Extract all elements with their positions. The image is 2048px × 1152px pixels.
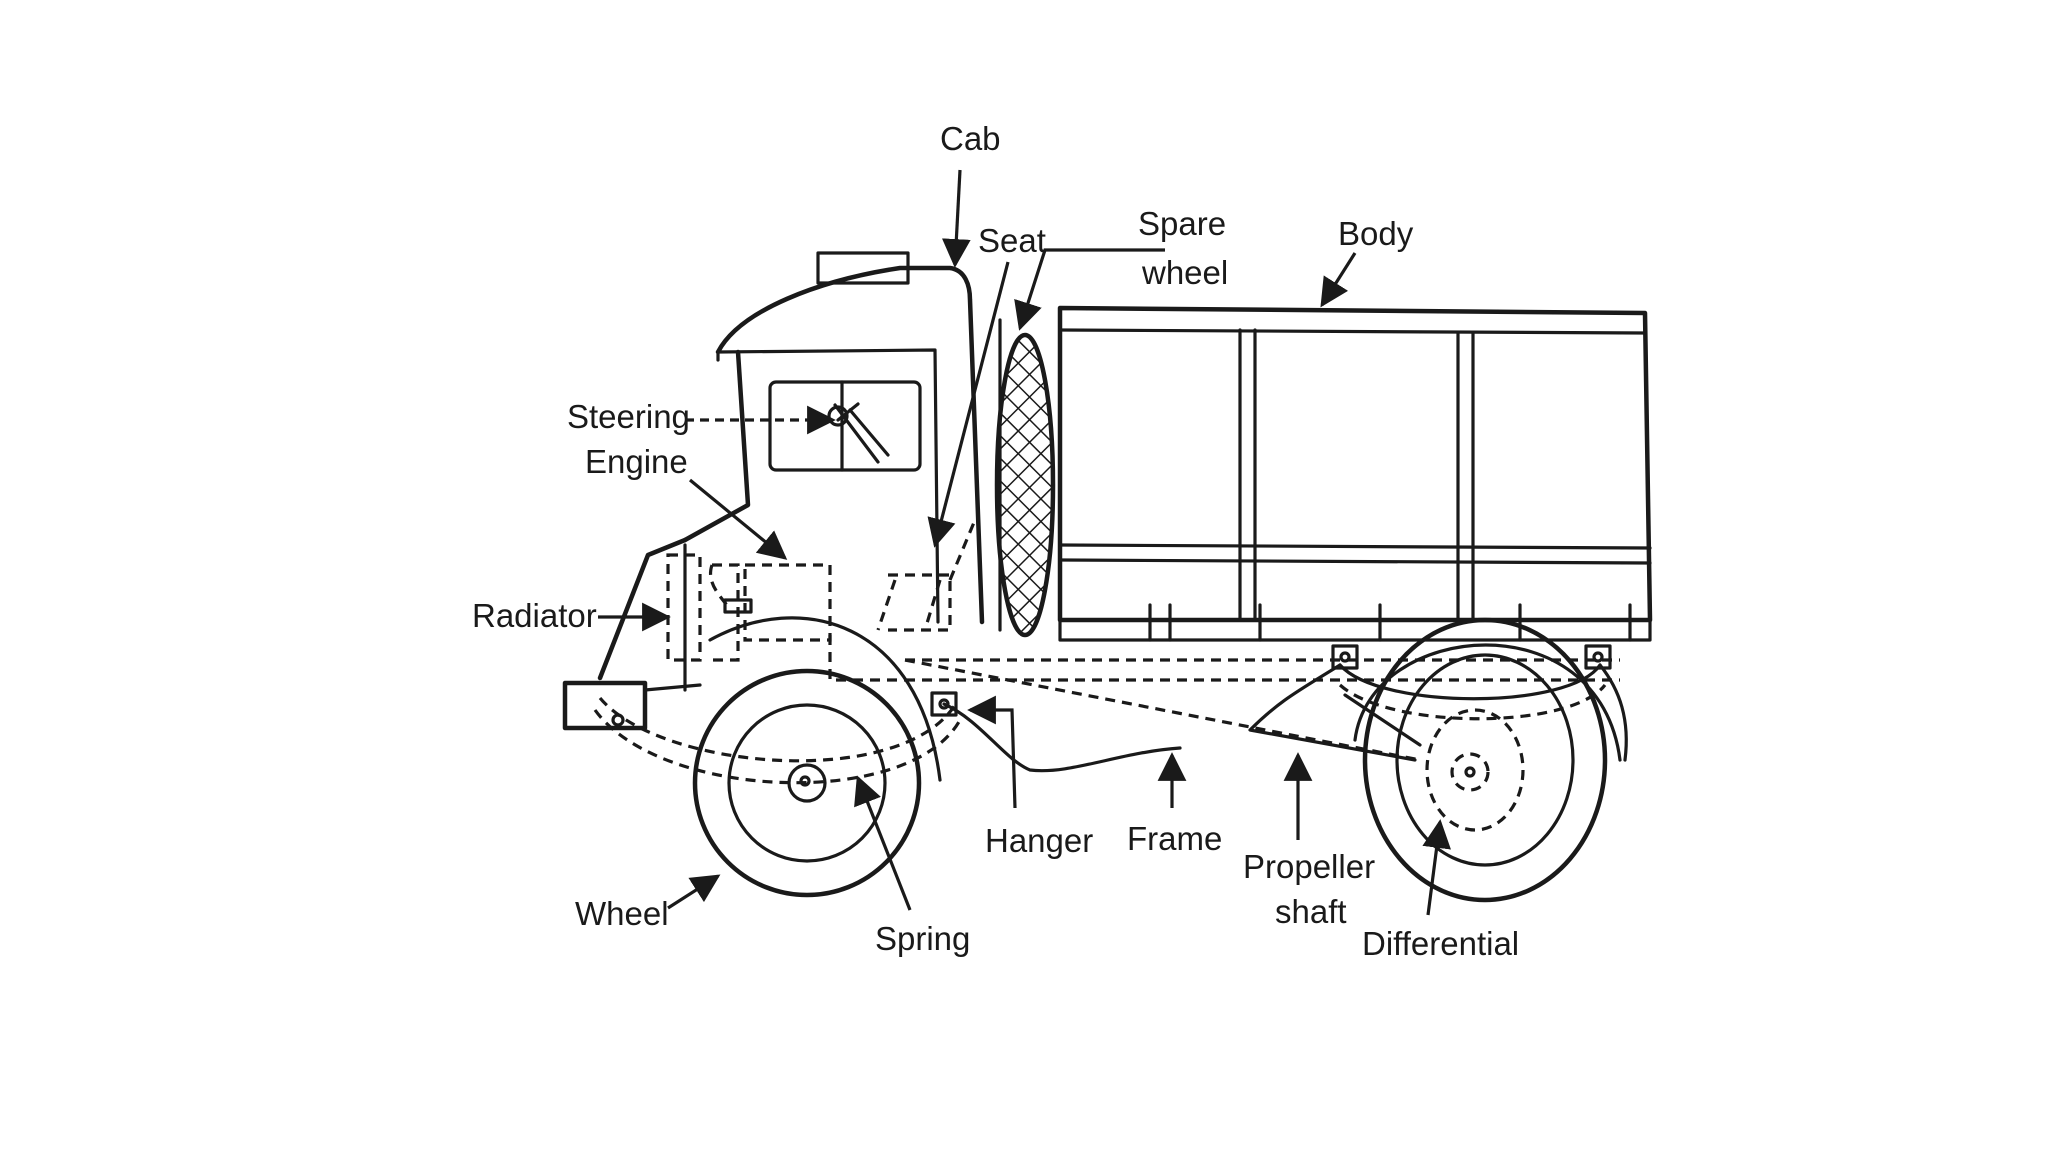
label-radiator: Radiator [472,597,597,634]
label-spare-wheel-2: wheel [1141,254,1228,291]
cargo-body [1057,305,1653,642]
label-seat: Seat [978,222,1046,259]
rear-wheel [1338,617,1628,903]
propeller-shaft [904,658,1422,762]
frame [905,644,1620,773]
label-body: Body [1338,215,1414,252]
cab [682,251,985,625]
label-differential: Differential [1362,925,1519,962]
front-wheel [593,616,962,898]
label-spare-wheel-1: Spare [1138,205,1226,242]
labels: Cab Seat Spare wheel Body Steering Engin… [472,120,1519,962]
seat [876,519,977,632]
label-propeller-shaft-1: Propeller [1243,848,1375,885]
label-propeller-shaft-2: shaft [1275,893,1347,930]
leader-lines [598,169,1451,916]
label-cab: Cab [940,120,1001,157]
label-engine: Engine [585,443,688,480]
label-hanger: Hanger [985,822,1093,859]
label-steering: Steering [567,398,690,435]
label-spring: Spring [875,920,970,957]
hood [562,537,702,731]
spare-wheel [994,318,1056,638]
label-frame: Frame [1127,820,1222,857]
label-wheel: Wheel [575,895,669,932]
